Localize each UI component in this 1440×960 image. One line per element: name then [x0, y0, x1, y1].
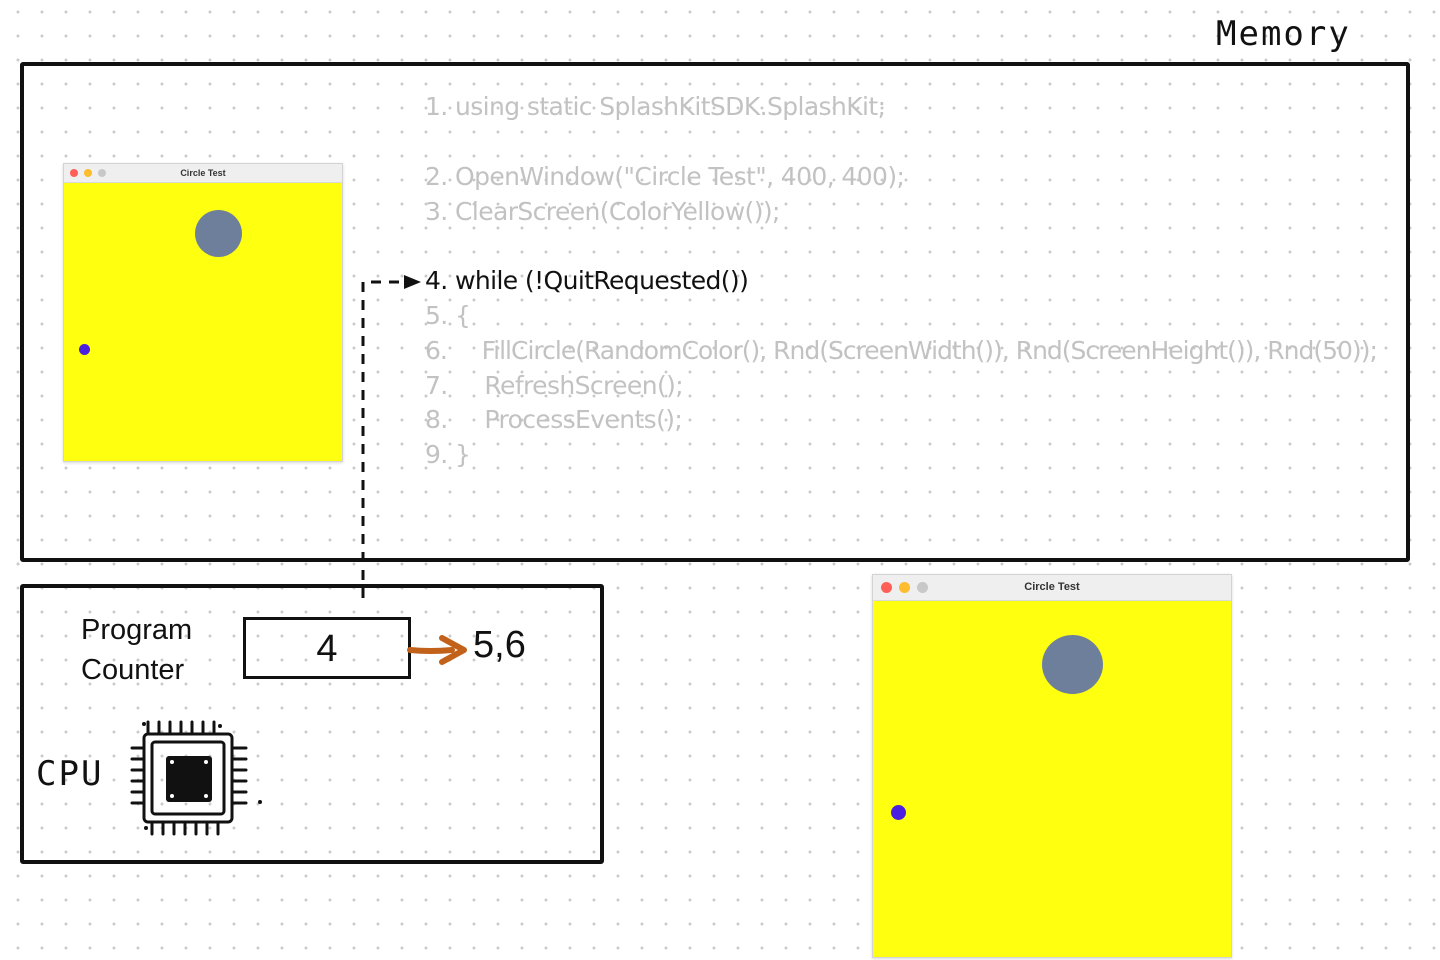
program-counter-value: 4	[243, 617, 411, 679]
circle-test-window-small: Circle Test	[63, 163, 343, 462]
cpu-box	[20, 584, 604, 864]
minimize-dot-icon[interactable]	[899, 582, 910, 593]
window-titlebar: Circle Test	[64, 164, 342, 183]
program-counter-next-values: 5,6	[473, 624, 526, 666]
close-dot-icon[interactable]	[881, 582, 892, 593]
minimize-dot-icon[interactable]	[84, 169, 92, 177]
code-line-1: 1. using static SplashKitSDK.SplashKit;	[425, 92, 886, 121]
program-counter-label: Program Counter	[81, 614, 193, 686]
code-line-7: 7. RefreshScreen();	[425, 371, 684, 400]
code-line-9: 9. }	[425, 440, 471, 469]
small-circle	[79, 344, 90, 355]
close-dot-icon[interactable]	[70, 169, 78, 177]
large-circle	[195, 210, 242, 257]
code-line-2: 2. OpenWindow("Circle Test", 400, 400);	[425, 162, 905, 191]
code-line-8: 8. ProcessEvents();	[425, 405, 683, 434]
window-titlebar: Circle Test	[873, 575, 1231, 601]
circle-test-window-large: Circle Test	[872, 574, 1232, 958]
code-line-6: 6. FillCircle(RandomColor(), Rnd(ScreenW…	[425, 336, 1378, 365]
memory-box	[20, 62, 1410, 562]
code-line-3: 3. ClearScreen(ColorYellow());	[425, 197, 780, 226]
memory-title: Memory	[1216, 14, 1351, 54]
zoom-dot-icon	[917, 582, 928, 593]
window-title: Circle Test	[1024, 581, 1080, 593]
large-circle	[1042, 635, 1103, 694]
window-title: Circle Test	[180, 168, 226, 178]
cpu-chip-icon	[130, 720, 262, 836]
code-line-5: 5. {	[425, 301, 471, 330]
cpu-label: CPU	[36, 754, 104, 794]
small-circle	[891, 805, 906, 820]
code-line-4: 4. while (!QuitRequested())	[425, 266, 749, 295]
zoom-dot-icon	[98, 169, 106, 177]
